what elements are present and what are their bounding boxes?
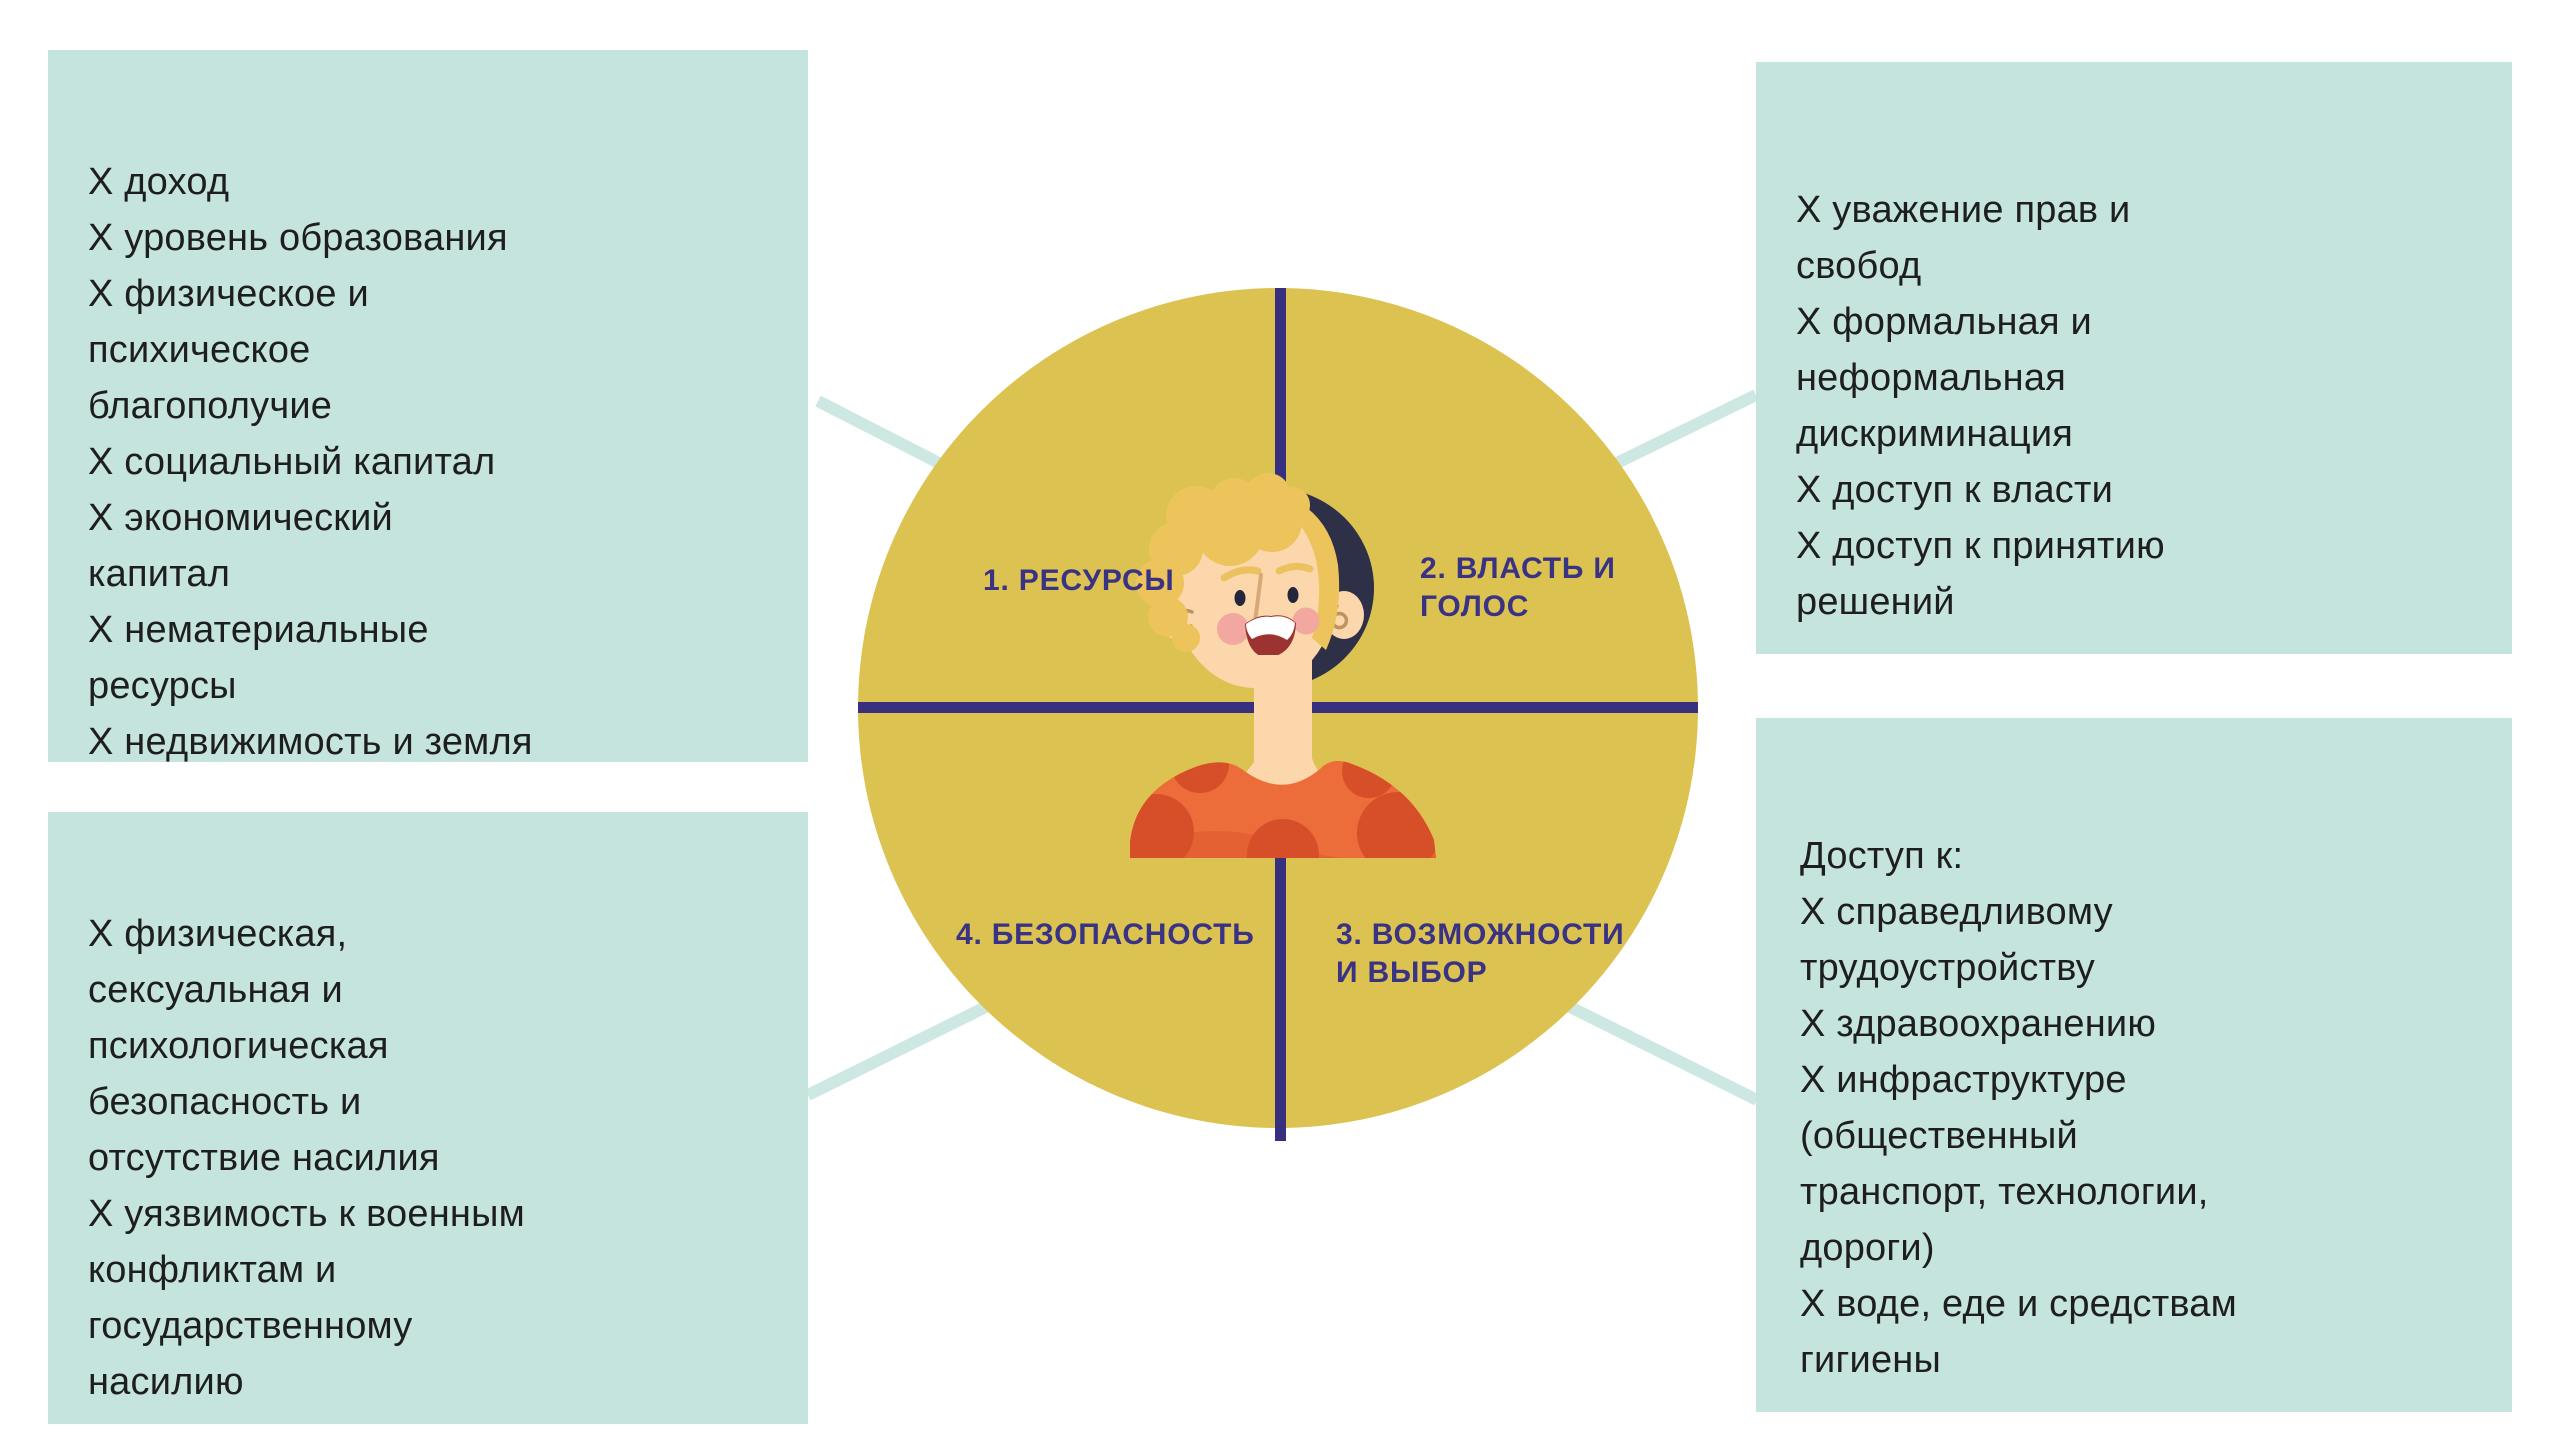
panel-opportunities-details: Доступ к: Х справедливому трудоустройств… xyxy=(1756,718,2512,1412)
vertical-axis-line-bottom xyxy=(1275,857,1286,1141)
person-illustration xyxy=(1130,473,1436,858)
panel-power-voice-text: Х уважение прав и свобод Х формальная и … xyxy=(1796,189,2165,623)
left-eyebrow xyxy=(1220,566,1262,582)
quadrant-label-power-voice: 2. ВЛАСТЬ И ГОЛОС xyxy=(1420,552,1616,623)
panel-power-voice-details: Х уважение прав и свобод Х формальная и … xyxy=(1756,62,2512,654)
right-eyebrow xyxy=(1275,562,1314,575)
person-hair-streak xyxy=(1270,494,1340,650)
panel-safety-text: Х физическая, сексуальная и психологичес… xyxy=(88,913,525,1403)
quadrant-label-safety: 4. БЕЗОПАСНОСТЬ xyxy=(956,918,1255,951)
quadrant-label-opportunities-choice: 3. ВОЗМОЖНОСТИ И ВЫБОР xyxy=(1336,918,1625,989)
panel-safety-details: Х физическая, сексуальная и психологичес… xyxy=(48,812,808,1424)
left-cheek xyxy=(1217,613,1249,645)
left-eye xyxy=(1234,590,1246,606)
right-eye xyxy=(1287,587,1299,603)
panel-resources-text: Х доход Х уровень образования Х физическ… xyxy=(88,161,533,763)
teeth xyxy=(1246,616,1295,640)
vertical-axis-line-top xyxy=(1275,288,1286,500)
panel-resources-details: Х доход Х уровень образования Х физическ… xyxy=(48,50,808,763)
person-neck xyxy=(1222,655,1338,806)
quadrant-label-resources: 1. РЕСУРСЫ xyxy=(983,564,1175,597)
right-cheek xyxy=(1292,607,1320,635)
panel-opportunities-text: Доступ к: Х справедливому трудоустройств… xyxy=(1800,835,2237,1381)
person-hair-curls xyxy=(1136,473,1310,652)
